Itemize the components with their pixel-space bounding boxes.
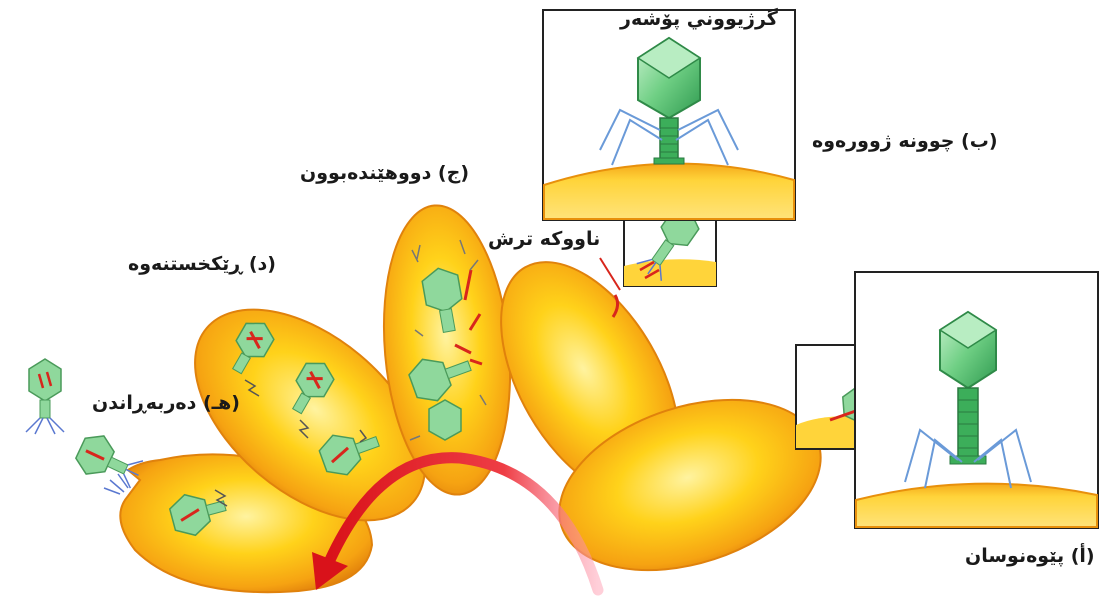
- label-stage-d: (د) ڕێکخستنەوە: [128, 253, 276, 275]
- frame-penetration: [543, 10, 795, 220]
- label-stage-b: (ب) چوونە ژوورەوە: [812, 130, 998, 152]
- label-nucleic-acid: ناووکە ترش: [488, 228, 600, 250]
- released-phage-1: [26, 359, 64, 434]
- label-stage-a: (أ) پێوەنوسان: [965, 545, 1095, 567]
- label-stage-c: (ج) دووهێندەبوون: [300, 162, 469, 184]
- label-protein-coat: گرژیووني پۆشەر: [620, 8, 778, 30]
- frame-attachment: [855, 272, 1098, 528]
- label-stage-h: (هـ) دەربەڕاندن: [92, 392, 240, 414]
- nucleic-acid-pointer: [600, 258, 620, 290]
